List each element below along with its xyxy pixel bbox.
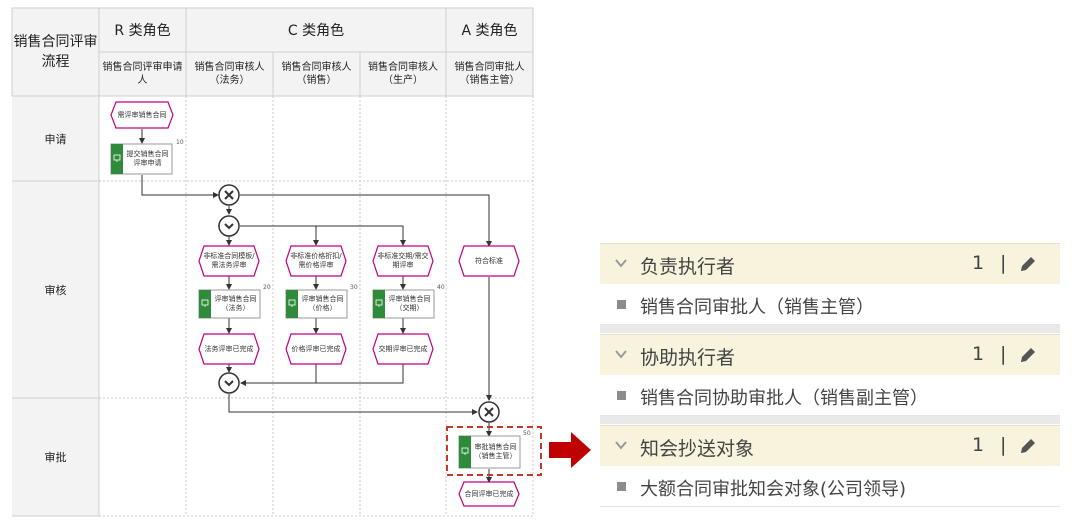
item-notify-label: 大额合同审批知会对象(公司领导): [640, 479, 907, 500]
pencil-icon[interactable]: [1018, 254, 1038, 274]
task-price-label: 评审销售合同（价格）: [301, 295, 344, 312]
event-delivery-done-label: 交期评审已完成: [378, 344, 428, 353]
role-sales-manager: 销售合同审批人（销售主管）: [454, 62, 525, 86]
section-header-responsible[interactable]: 负责执行者 1 |: [600, 243, 1060, 284]
role-sales-reviewer: 销售合同审核人（销售）: [281, 62, 352, 86]
role-applicant: 销售合同评审申请人: [102, 62, 183, 86]
item-assistant-label: 销售合同协助审批人（销售副主管）: [640, 388, 928, 409]
square-bullet-icon: [617, 391, 626, 400]
gateways: [218, 184, 500, 423]
section-count-assistant: 1: [972, 343, 985, 365]
event-legal-condition-label: 非标准合同模板/需法务评审: [203, 252, 255, 269]
lane-apply: 申请: [44, 132, 67, 146]
event-delivery-condition-label: 非标准交期/需交期评审: [377, 252, 429, 269]
event-price-condition-label: 非标准价格折扣/需价格评审: [290, 252, 342, 269]
list-item-responsible: 销售合同审批人（销售主管）: [600, 284, 1060, 325]
task-shapes: [110, 143, 521, 469]
task-delivery-number: 40: [437, 284, 445, 291]
task-price-number: 30: [350, 284, 358, 291]
role-production-reviewer: 销售合同审核人（生产）: [368, 62, 438, 86]
lane-label-background: [12, 96, 99, 516]
right-arrow-icon: [549, 432, 591, 468]
lane-review: 审核: [44, 283, 67, 297]
section-separator: |: [1000, 252, 1007, 274]
role-group-r: R 类角色: [114, 23, 171, 39]
section-separator: |: [1000, 343, 1007, 365]
task-approve-number: 50: [523, 430, 531, 437]
role-group-a: A 类角色: [461, 23, 518, 39]
chevron-down-icon[interactable]: [614, 347, 628, 361]
list-item-assistant: 销售合同协助审批人（销售副主管）: [600, 375, 1060, 416]
item-responsible-label: 销售合同审批人（销售主管）: [640, 297, 874, 318]
event-price-done-label: 价格评审已完成: [291, 344, 341, 353]
corner-title: 销售合同评审流程: [13, 34, 98, 70]
section-title-responsible: 负责执行者: [640, 256, 736, 278]
section-title-notify: 知会抄送对象: [640, 438, 755, 460]
task-legal-number: 20: [263, 284, 271, 291]
task-submit-number: 10: [176, 139, 184, 146]
section-title-assistant: 协助执行者: [640, 347, 736, 369]
square-bullet-icon: [617, 300, 626, 309]
highlight-box: [446, 426, 542, 476]
section-divider: [600, 416, 1060, 424]
header-grid: [11, 7, 534, 517]
section-divider: [600, 325, 1060, 333]
section-header-notify[interactable]: 知会抄送对象 1 |: [600, 425, 1060, 466]
event-end-label: 合同评审已完成: [464, 489, 514, 498]
event-legal-done-label: 法务评审已完成: [204, 344, 254, 353]
section-count-notify: 1: [972, 434, 985, 456]
lane-approve: 审批: [44, 451, 67, 464]
role-group-c: C 类角色: [287, 23, 345, 39]
flow-connectors: [139, 129, 492, 483]
event-shapes: [110, 101, 520, 507]
chevron-down-icon[interactable]: [614, 438, 628, 452]
section-header-assistant[interactable]: 协助执行者 1 |: [600, 334, 1060, 375]
pencil-icon[interactable]: [1018, 345, 1038, 365]
task-delivery-label: 评审销售合同（交期）: [388, 295, 431, 312]
section-count-responsible: 1: [972, 252, 985, 274]
section-separator: |: [1000, 434, 1007, 456]
square-bullet-icon: [617, 482, 626, 491]
pencil-icon[interactable]: [1018, 436, 1038, 456]
task-submit-label: 提交销售合同评审申请: [126, 150, 169, 167]
executor-panel: 负责执行者 1 | 销售合同审批人（销售主管） 协助执行者 1 | 销售合同协助…: [600, 243, 1060, 518]
event-standard-label: 符合标准: [475, 256, 503, 265]
list-item-notify: 大额合同审批知会对象(公司领导): [600, 466, 1060, 507]
task-legal-label: 评审销售合同（法务）: [214, 295, 257, 312]
chevron-down-icon[interactable]: [614, 256, 628, 270]
role-legal-reviewer: 销售合同审核人（法务）: [194, 62, 265, 86]
event-start-label: 需评审销售合同: [117, 110, 167, 119]
process-diagram: [11, 7, 542, 517]
task-approve-label: 审批销售合同（销售主管）: [474, 443, 517, 460]
